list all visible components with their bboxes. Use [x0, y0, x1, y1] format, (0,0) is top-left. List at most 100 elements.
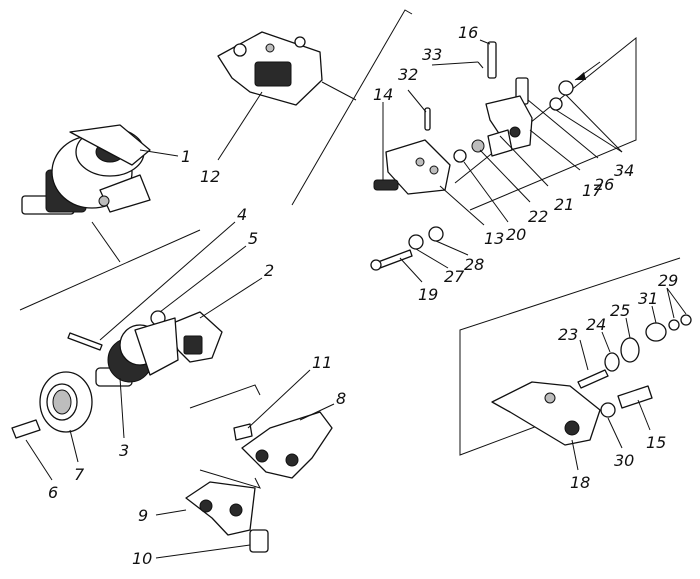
- leader-3: [119, 377, 125, 439]
- part-19-bolt: [370, 226, 444, 271]
- leader-31: [651, 305, 657, 324]
- callout-9: 9: [138, 506, 148, 525]
- frame-line-right-lower: [459, 257, 681, 456]
- callout-26: 26: [594, 175, 614, 194]
- callout-13: 13: [484, 229, 504, 248]
- leader-5: [159, 245, 247, 313]
- part-8-fork-bracket: [241, 411, 333, 479]
- frame-bracket-9: [199, 469, 261, 489]
- leader-2: [199, 277, 263, 319]
- leader-33a: [431, 61, 479, 66]
- part-6-sleeve: [11, 419, 41, 439]
- frame-line-right-upper: [454, 36, 637, 211]
- leader-lines: [25, 39, 687, 559]
- leader-33b: [477, 61, 484, 69]
- callout-24: 24: [586, 315, 606, 334]
- callout-27: 27: [444, 267, 465, 286]
- callout-4: 4: [237, 205, 247, 224]
- leader-28: [435, 240, 469, 256]
- leader-18: [571, 439, 579, 471]
- leader-1: [139, 149, 179, 157]
- callout-22: 22: [528, 207, 548, 226]
- leader-17: [529, 129, 581, 171]
- leader-21: [499, 135, 549, 187]
- part-13-slider: [373, 139, 451, 195]
- callout-29: 29: [658, 271, 678, 290]
- part-1-pump-housing: [21, 124, 151, 215]
- part-24-spring: [604, 352, 620, 372]
- frame-bracket-1: [91, 221, 121, 263]
- part-31-nut: [645, 322, 667, 342]
- callout-15: 15: [646, 433, 666, 452]
- leader-7: [69, 429, 79, 463]
- callout-16: 16: [458, 23, 478, 42]
- leader-22: [479, 149, 531, 203]
- leader-32: [407, 89, 427, 113]
- part-9-lower-fork: [185, 481, 256, 536]
- callout-2: 2: [264, 261, 274, 280]
- leader-27: [415, 248, 449, 269]
- frame-line-top-diagonal: [291, 9, 413, 206]
- leader-19: [399, 257, 423, 283]
- callout-10: 10: [132, 549, 152, 568]
- callout-18: 18: [570, 473, 590, 492]
- callout-28: 28: [464, 255, 484, 274]
- part-15-spring: [617, 385, 653, 409]
- callout-31: 31: [638, 289, 658, 308]
- callout-5: 5: [248, 229, 258, 248]
- callout-25: 25: [610, 301, 630, 320]
- callout-21: 21: [554, 195, 574, 214]
- part-7-ring: [39, 371, 93, 433]
- assembly-frames: [19, 9, 681, 489]
- part-12-upper-housing: [217, 31, 323, 106]
- part-18-lever: [491, 381, 601, 446]
- callout-1: 1: [181, 147, 191, 166]
- part-29-washers: [668, 314, 692, 331]
- part-17-lever-housing: [471, 77, 533, 157]
- leader-23: [579, 339, 589, 371]
- callout-3: 3: [119, 441, 129, 460]
- callout-30: 30: [614, 451, 634, 470]
- leader-20: [463, 161, 509, 223]
- callout-17: 17: [582, 181, 603, 200]
- callout-20: 20: [506, 225, 526, 244]
- part-11-pin: [233, 423, 253, 441]
- leader-29a: [666, 287, 675, 319]
- arrowhead-icon: [575, 72, 586, 80]
- leader-10: [155, 544, 251, 559]
- part-23-screw: [577, 369, 609, 389]
- leader-11: [247, 369, 311, 429]
- part-34-nuts: [549, 80, 574, 111]
- callout-32: 32: [398, 65, 418, 84]
- leader-15: [637, 399, 651, 431]
- leader-30: [607, 417, 623, 449]
- part-3-gear-assembly: [95, 317, 179, 387]
- callout-6: 6: [48, 483, 58, 502]
- leader-25: [625, 317, 631, 339]
- part-10-bushing: [249, 529, 269, 553]
- part-16-pin: [487, 41, 497, 79]
- leader-8: [299, 403, 335, 421]
- callout-12: 12: [200, 167, 220, 186]
- leader-4: [99, 221, 236, 341]
- callout-33: 33: [422, 45, 442, 64]
- part-4-pin: [67, 332, 103, 351]
- part-30-nut: [600, 402, 616, 418]
- callout-19: 19: [418, 285, 438, 304]
- leader-16: [479, 39, 491, 45]
- part-32-pin: [424, 107, 431, 131]
- callout-23: 23: [558, 325, 578, 344]
- leader-34b: [555, 109, 623, 153]
- callout-14: 14: [373, 85, 393, 104]
- frame-line-left-upper: [19, 229, 201, 311]
- callout-8: 8: [336, 389, 346, 408]
- leader-24: [601, 331, 611, 353]
- callout-34: 34: [614, 161, 634, 180]
- callout-7: 7: [74, 465, 85, 484]
- leader-26: [527, 99, 599, 159]
- leader-12: [217, 91, 263, 161]
- leader-29b: [666, 287, 687, 315]
- leader-12b: [321, 81, 357, 101]
- leader-13: [439, 185, 485, 226]
